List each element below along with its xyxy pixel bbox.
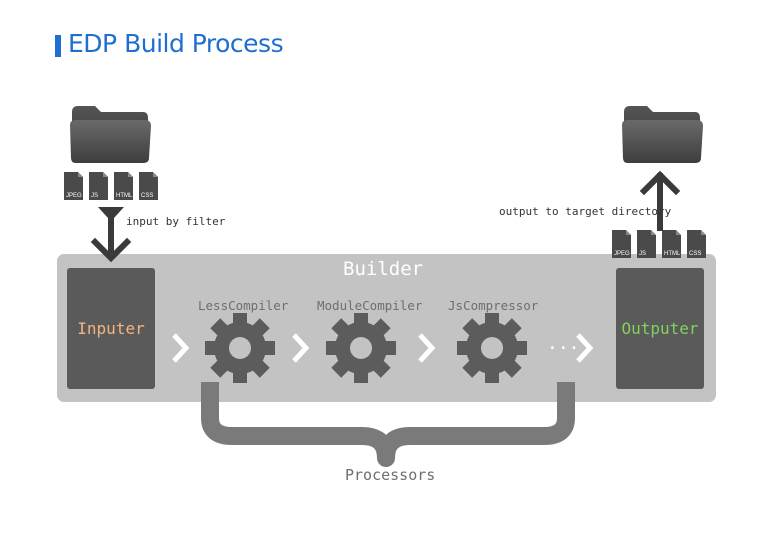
- builder-label: Builder: [343, 258, 424, 280]
- file-label: CSS: [141, 193, 153, 199]
- file-label: HTML: [116, 193, 133, 199]
- file-icon: [64, 172, 83, 200]
- inputer-stage: Inputer: [67, 268, 155, 389]
- file-label: JPEG: [614, 251, 630, 257]
- chevron-right-icon: [418, 333, 436, 363]
- curly-brace-icon: [201, 382, 575, 467]
- file-icon: [687, 230, 706, 258]
- more-processors-ellipsis: ...: [547, 333, 580, 354]
- file-label: JS: [91, 193, 98, 199]
- gear-icon: [457, 313, 527, 383]
- processors-label: Processors: [345, 466, 436, 484]
- output-folder-icon: [622, 106, 703, 163]
- funnel-icon: [98, 207, 124, 228]
- file-icon: [637, 230, 656, 258]
- input-filter-note: input by filter: [126, 215, 226, 228]
- file-icon: [89, 172, 108, 200]
- chevron-right-icon: [172, 333, 190, 363]
- gear-icon: [205, 313, 275, 383]
- file-icon: [139, 172, 158, 200]
- outputer-stage: Outputer: [616, 268, 704, 389]
- chevron-right-icon: [292, 333, 310, 363]
- up-arrow-icon: [639, 170, 681, 231]
- title-accent-bar: [55, 35, 61, 57]
- file-icon: [114, 172, 133, 200]
- gear-icon: [326, 313, 396, 383]
- output-target-note: output to target directory: [499, 205, 672, 218]
- input-file-icons: JPEG JS HTML CSS: [64, 172, 158, 200]
- output-file-icons: JPEG JS HTML CSS: [612, 230, 706, 258]
- file-label: JS: [639, 251, 646, 257]
- file-label: JPEG: [66, 193, 82, 199]
- input-folder-icon: [70, 106, 151, 163]
- chevron-right-icon: [576, 333, 594, 363]
- processor-label-less: LessCompiler: [198, 298, 289, 313]
- processor-label-module: ModuleCompiler: [317, 298, 423, 313]
- file-icon: [612, 230, 631, 258]
- processor-label-jscompressor: JsCompressor: [448, 298, 539, 313]
- file-label: CSS: [689, 251, 701, 257]
- file-icon: [662, 230, 681, 258]
- page-title: EDP Build Process: [68, 29, 284, 58]
- file-label: HTML: [664, 251, 681, 257]
- down-arrow-icon: [90, 223, 132, 263]
